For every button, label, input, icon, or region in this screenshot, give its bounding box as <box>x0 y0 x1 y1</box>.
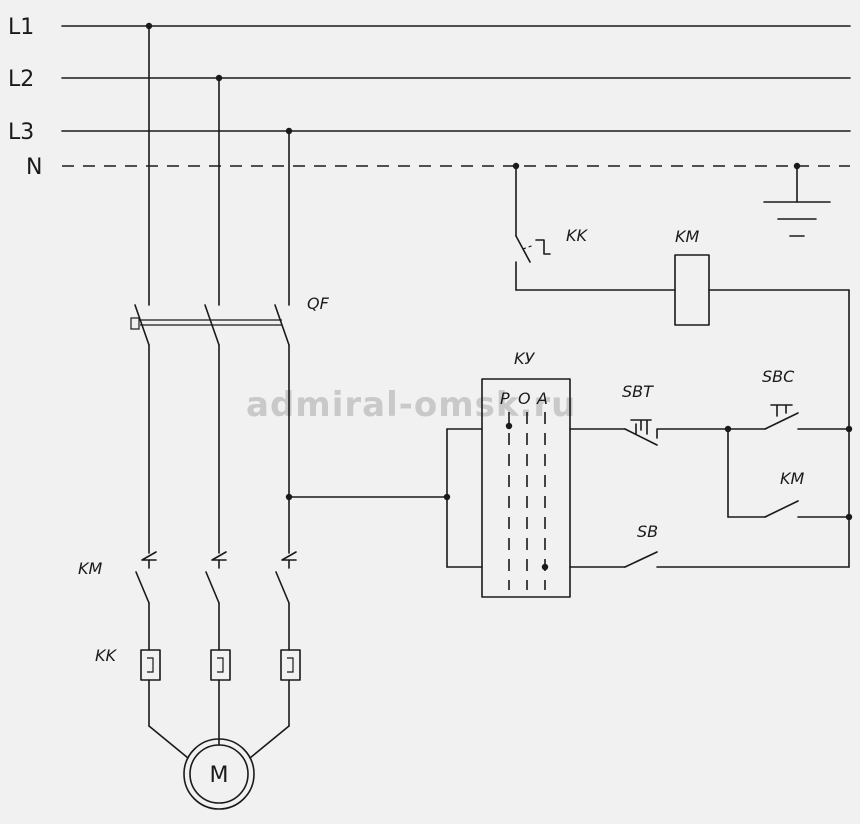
label-sb: SB <box>637 522 658 541</box>
bus-label-l1: L1 <box>8 15 34 40</box>
ground-symbol <box>763 165 831 237</box>
label-qf: QF <box>307 294 330 313</box>
bus-lines <box>61 25 851 167</box>
contactor-km-power <box>135 551 297 604</box>
bus-label-n: N <box>26 155 42 180</box>
coil-km <box>674 254 710 326</box>
watermark: admiral-omsk.ru <box>246 385 576 425</box>
breaker-qf <box>130 304 290 346</box>
label-sbc: SBC <box>762 367 795 386</box>
bus-label-l2: L2 <box>8 67 34 92</box>
label-kk-contact: KK <box>566 226 588 245</box>
button-sbt <box>624 419 729 446</box>
thermal-relay-kk <box>140 649 301 681</box>
contact-kk <box>515 165 551 291</box>
label-km-hold: KM <box>780 469 804 488</box>
control-unit-ku <box>481 378 571 598</box>
motor <box>183 738 255 810</box>
button-sbc <box>764 404 850 430</box>
label-ku-p: P <box>500 389 510 408</box>
label-ku: KУ <box>514 349 535 368</box>
bus-label-l3: L3 <box>8 120 34 145</box>
label-km-power: KM <box>78 559 102 578</box>
label-ku-a: A <box>536 389 548 408</box>
label-km-coil: KM <box>675 227 699 246</box>
label-kk-power: KK <box>95 646 117 665</box>
label-sbt: SBT <box>622 382 654 401</box>
contact-km-hold <box>727 500 850 518</box>
label-ku-o: O <box>518 389 531 408</box>
button-sb <box>624 551 850 568</box>
ku-position-lines <box>508 412 546 590</box>
motor-label: M <box>210 763 229 788</box>
